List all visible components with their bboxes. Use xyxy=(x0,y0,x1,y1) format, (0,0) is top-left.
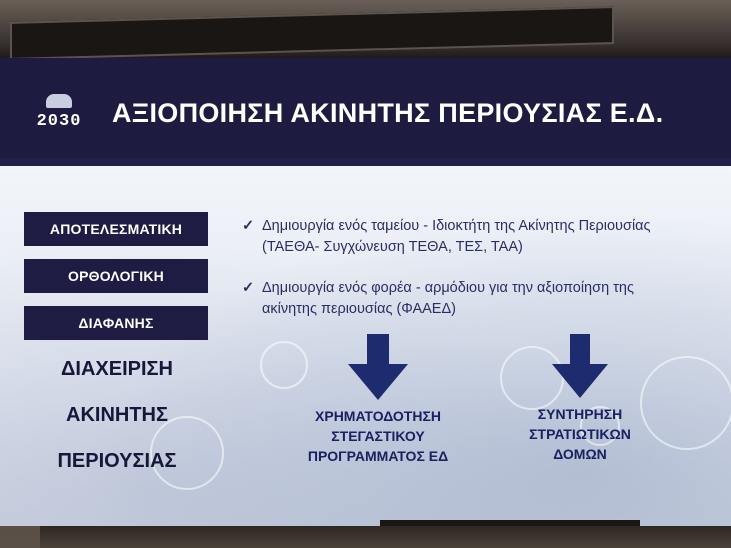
outcome-line: ΣΤΡΑΤΙΩΤΙΚΩΝ xyxy=(529,426,631,442)
check-icon: ✓ xyxy=(242,218,255,234)
decorative-circle xyxy=(640,356,731,450)
monitor-stand xyxy=(380,520,640,530)
outcome-line: ΣΤΕΓΑΣΤΙΚΟΥ xyxy=(331,428,425,444)
slide-header: 2030 ΑΞΙΟΠΟΙΗΣΗ ΑΚΙΝΗΤΗΣ ΠΕΡΙΟΥΣΙΑΣ Ε.Δ. xyxy=(0,58,731,166)
decorative-circle xyxy=(500,346,564,410)
bullet-agency: ✓ Δημιουργία ενός φορέα - αρμόδιου για τ… xyxy=(242,278,722,320)
monitor-frame-top xyxy=(0,0,731,60)
presentation-screen: 2030 ΑΞΙΟΠΟΙΗΣΗ ΑΚΙΝΗΤΗΣ ΠΕΡΙΟΥΣΙΑΣ Ε.Δ.… xyxy=(0,58,731,526)
outcome-line: ΧΡΗΜΑΤΟΔΟΤΗΣΗ xyxy=(315,408,441,424)
bullet-line: ακίνητης περιουσίας (ΦΑΑΕΔ) xyxy=(262,301,456,317)
down-arrow-icon xyxy=(552,334,608,398)
check-icon: ✓ xyxy=(242,280,255,296)
bullet-fund: ✓ Δημιουργία ενός ταμείου - Ιδιοκτήτη τη… xyxy=(242,216,722,258)
label-management: ΔΙΑΧΕΙΡΙΣΗ xyxy=(61,358,173,380)
decorative-circle xyxy=(260,341,308,389)
bullet-line: (ΤΑΕΘΑ- Συγχώνευση ΤΕΘΑ, ΤΕΣ, ΤΑΑ) xyxy=(262,239,523,255)
bullet-line: Δημιουργία ενός ταμείου - Ιδιοκτήτη της … xyxy=(262,218,651,234)
label-real-estate: ΑΚΙΝΗΤΗΣ xyxy=(66,404,168,426)
pill-transparent: ΔΙΑΦΑΝΗΣ xyxy=(24,306,208,340)
decorative-circle xyxy=(580,406,620,446)
pill-efficient: ΑΠΟΤΕΛΕΣΜΑΤΙΚΗ xyxy=(24,212,208,246)
logo-emblem-icon xyxy=(46,94,72,108)
logo: 2030 xyxy=(28,94,90,136)
slide-body: ΑΠΟΤΕΛΕΣΜΑΤΙΚΗ ΟΡΘΟΛΟΓΙΚΗ ΔΙΑΦΑΝΗΣ ΔΙΑΧΕ… xyxy=(0,166,731,526)
bullet-text: Δημιουργία ενός φορέα - αρμόδιου για την… xyxy=(262,278,634,320)
slide-title: ΑΞΙΟΠΟΙΗΣΗ ΑΚΙΝΗΤΗΣ ΠΕΡΙΟΥΣΙΑΣ Ε.Δ. xyxy=(112,98,664,128)
bullet-text: Δημιουργία ενός ταμείου - Ιδιοκτήτη της … xyxy=(262,216,651,258)
logo-text: 2030 xyxy=(36,112,82,131)
header-divider xyxy=(0,158,731,168)
monitor-bracket xyxy=(10,6,614,60)
down-arrow-icon xyxy=(348,334,408,400)
outcome-line: ΠΡΟΓΡΑΜΜΑΤΟΣ ΕΔ xyxy=(307,448,449,464)
outcome-housing-funding: ΧΡΗΜΑΤΟΔΟΤΗΣΗ ΣΤΕΓΑΣΤΙΚΟΥ ΠΡΟΓΡΑΜΜΑΤΟΣ Ε… xyxy=(278,406,478,466)
decorative-circle xyxy=(150,416,224,490)
label-property: ΠΕΡΙΟΥΣΙΑΣ xyxy=(57,450,177,472)
outcome-line: ΔΟΜΩΝ xyxy=(553,446,607,462)
outcome-maintenance: ΣΥΝΤΗΡΗΣΗ ΣΤΡΑΤΙΩΤΙΚΩΝ ΔΟΜΩΝ xyxy=(500,404,660,464)
pill-rational: ΟΡΘΟΛΟΓΙΚΗ xyxy=(24,259,208,293)
monitor-base xyxy=(40,526,731,548)
outcome-line: ΣΥΝΤΗΡΗΣΗ xyxy=(537,406,623,422)
bullet-line: Δημιουργία ενός φορέα - αρμόδιου για την… xyxy=(262,280,634,296)
